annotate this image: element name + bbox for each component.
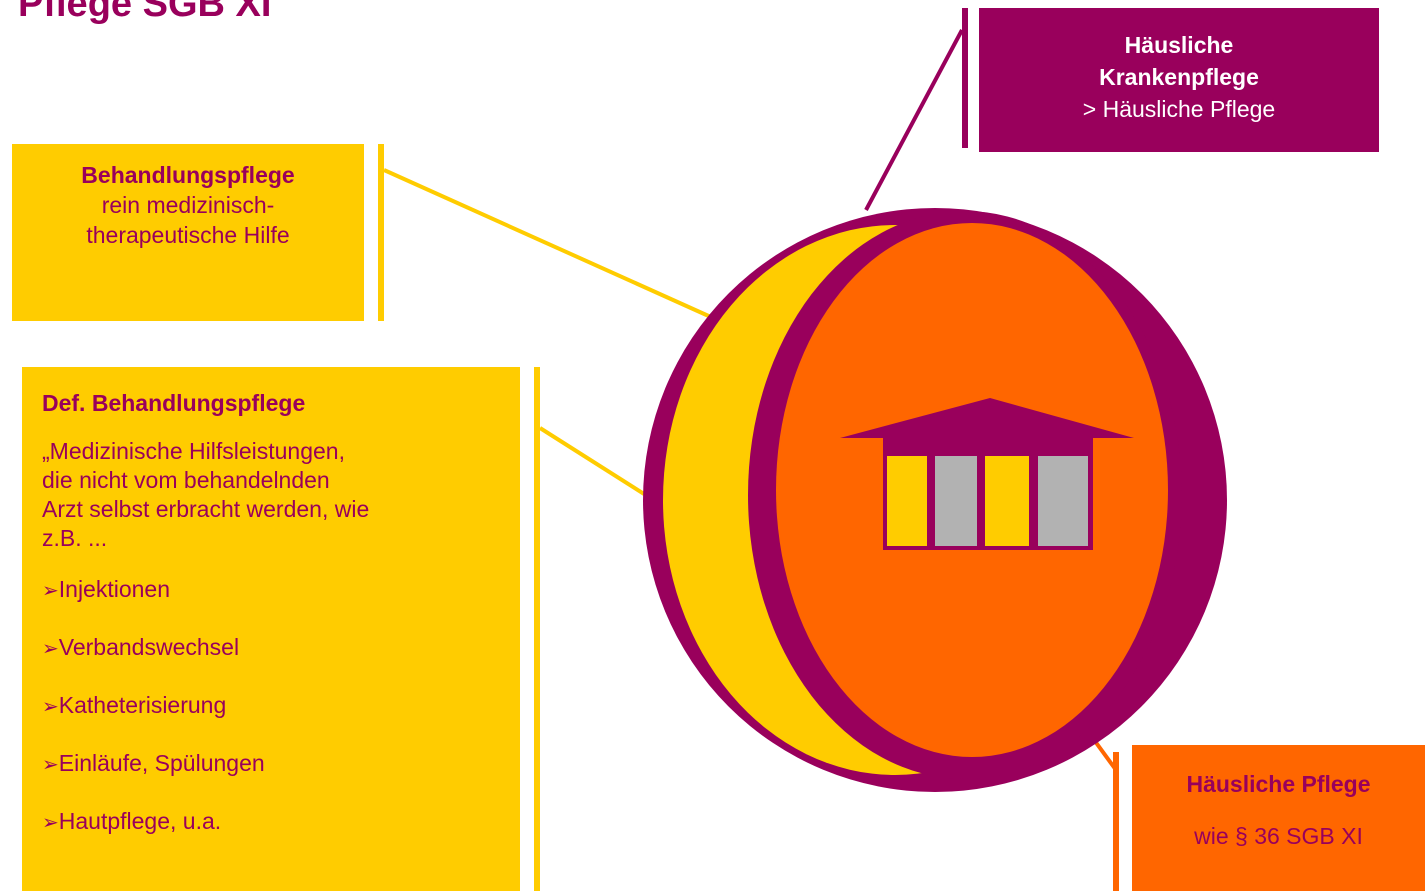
- def-quote: „Medizinische Hilfsleistungen, die nicht…: [42, 437, 520, 553]
- def-heading: Def. Behandlungspflege: [42, 390, 306, 416]
- list-item: ➢Katheterisierung: [42, 691, 520, 749]
- def-quote-line: „Medizinische Hilfsleistungen,: [42, 438, 345, 464]
- house-icon: [840, 398, 1134, 550]
- bullet-arrow-icon: ➢: [42, 812, 59, 834]
- behandlung-line1: rein medizinisch-: [101, 192, 275, 218]
- pflege-heading: Häusliche Pflege: [1186, 771, 1371, 797]
- list-item: ➢Einläufe, Spülungen: [42, 749, 520, 807]
- kranken-accent-bar: [962, 8, 968, 148]
- list-item-label: Einläufe, Spülungen: [58, 750, 265, 776]
- behandlung-heading: Behandlungspflege: [81, 162, 295, 188]
- behandlungspflege-box: Behandlungspflege rein medizinisch- ther…: [12, 144, 364, 321]
- pflege-accent-bar: [1113, 752, 1119, 891]
- def-quote-line: z.B. ...: [42, 525, 108, 551]
- pflege-line1: wie § 36 SGB XI: [1194, 823, 1363, 849]
- list-item-label: Katheterisierung: [58, 692, 227, 718]
- house-panel-4: [1038, 456, 1088, 546]
- behandlung-line2: therapeutische Hilfe: [86, 222, 290, 248]
- bullet-arrow-icon: ➢: [42, 696, 59, 718]
- kranken-line2: Krankenpflege: [1099, 64, 1259, 90]
- list-item: ➢Injektionen: [42, 575, 520, 633]
- page-title: Pflege SGB XI: [18, 0, 272, 25]
- definition-box: Def. Behandlungspflege „Medizinische Hil…: [22, 367, 520, 891]
- def-quote-line: Arzt selbst erbracht werden, wie: [42, 496, 370, 522]
- house-panel-1: [887, 456, 927, 546]
- list-item: ➢Hautpflege, u.a.: [42, 807, 520, 865]
- connector-kranken: [864, 29, 964, 211]
- def-accent-bar: [534, 367, 540, 891]
- list-item-label: Hautpflege, u.a.: [58, 808, 222, 834]
- def-quote-line: die nicht vom behandelnden: [42, 467, 330, 493]
- house-panel-2: [935, 456, 977, 546]
- behandlung-accent-bar: [378, 144, 384, 321]
- bullet-arrow-icon: ➢: [42, 580, 59, 602]
- list-item-label: Injektionen: [58, 576, 171, 602]
- haeusliche-pflege-box: Häusliche Pflege wie § 36 SGB XI: [1132, 745, 1425, 891]
- house-panel-3: [985, 456, 1029, 546]
- list-item: ➢Verbandswechsel: [42, 633, 520, 691]
- kranken-line3: > Häusliche Pflege: [1082, 96, 1276, 122]
- house-roof: [840, 398, 1134, 438]
- bullet-arrow-icon: ➢: [42, 638, 59, 660]
- haeusliche-krankenpflege-box: Häusliche Krankenpflege > Häusliche Pfle…: [979, 8, 1379, 152]
- bullet-arrow-icon: ➢: [42, 754, 59, 776]
- kranken-line1: Häusliche: [1124, 32, 1234, 58]
- connector-behandlung: [383, 168, 723, 324]
- list-item-label: Verbandswechsel: [58, 634, 240, 660]
